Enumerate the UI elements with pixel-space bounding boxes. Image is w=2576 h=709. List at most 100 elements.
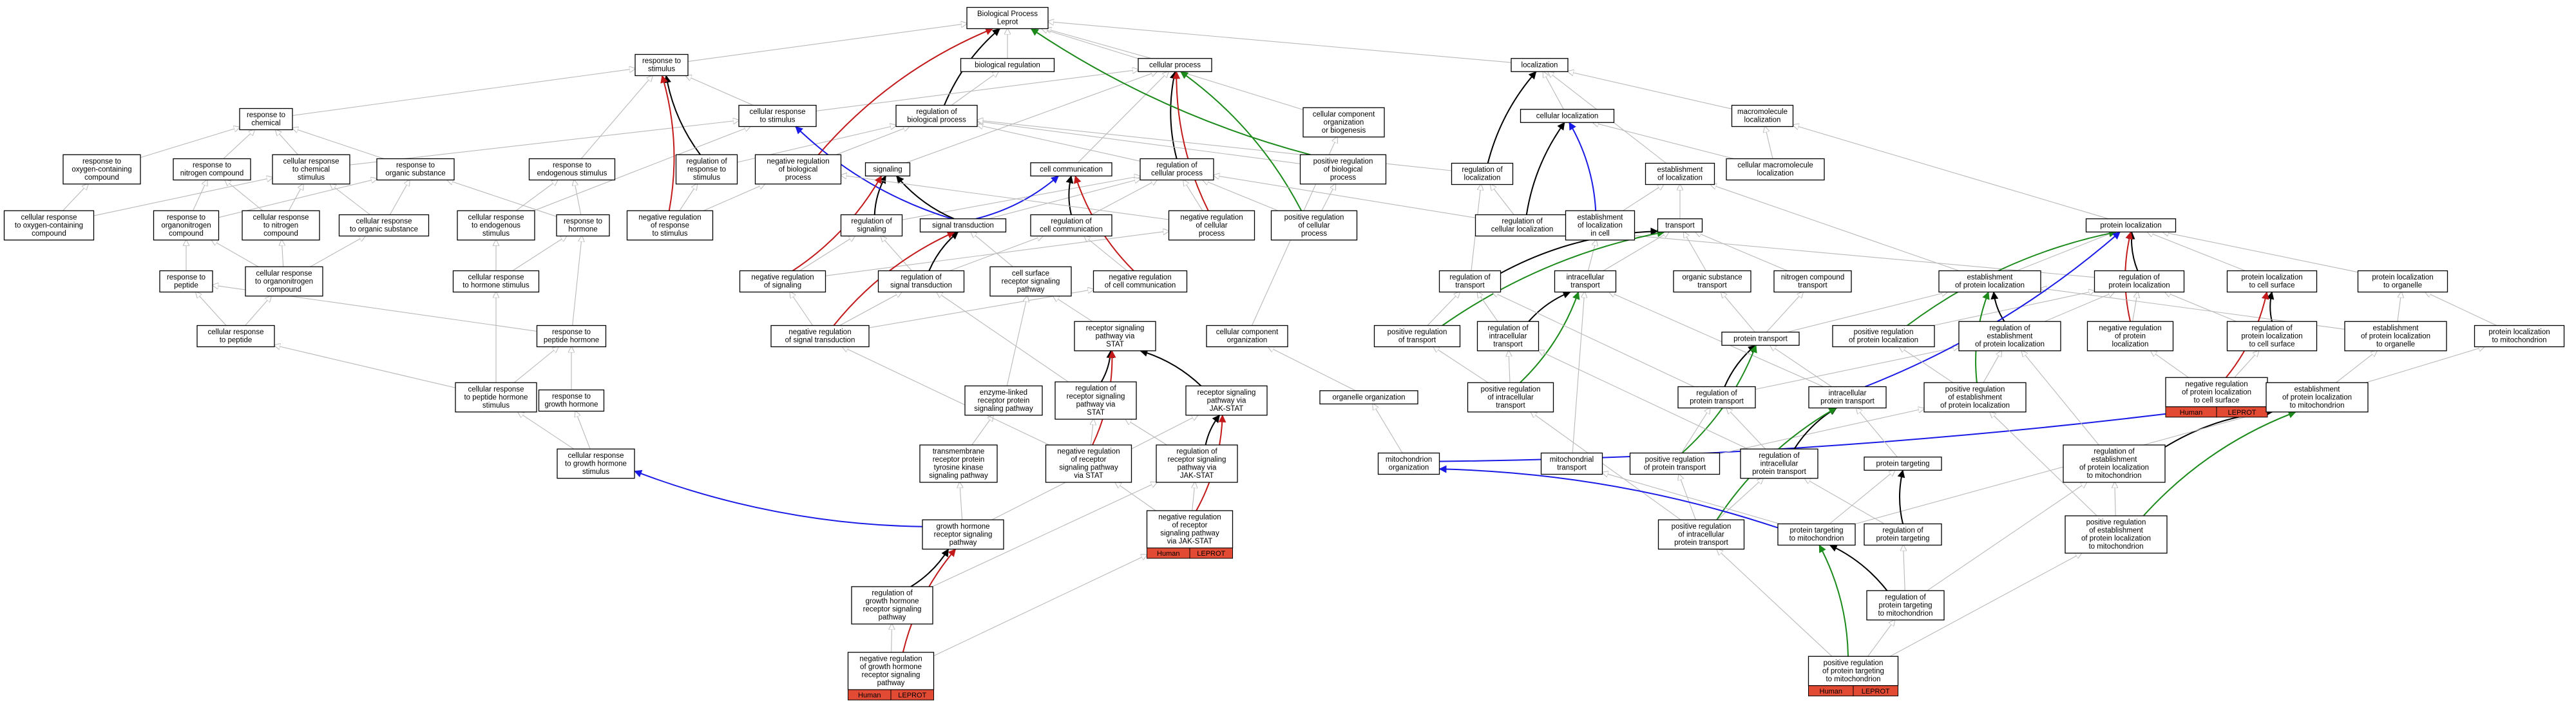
go-term-node[interactable]: cellular process bbox=[1138, 58, 1212, 72]
go-term-node[interactable]: protein targeting bbox=[1864, 457, 1942, 471]
go-term-node[interactable]: localization bbox=[1511, 58, 1569, 72]
go-term-node[interactable]: protein transport bbox=[1721, 332, 1800, 346]
go-term-node[interactable]: signaling bbox=[864, 162, 911, 176]
go-term-node[interactable]: biological regulation bbox=[960, 58, 1055, 72]
go-term-node[interactable]: cell communication bbox=[1030, 162, 1112, 176]
go-term-node[interactable]: transport bbox=[1657, 218, 1703, 232]
go-term-node[interactable]: signal transduction bbox=[919, 218, 1007, 232]
go-term-node[interactable]: cellular localization bbox=[1520, 109, 1615, 123]
go-term-node[interactable]: protein localization bbox=[2085, 218, 2177, 232]
go-term-node[interactable]: organelle organization bbox=[1319, 390, 1418, 404]
